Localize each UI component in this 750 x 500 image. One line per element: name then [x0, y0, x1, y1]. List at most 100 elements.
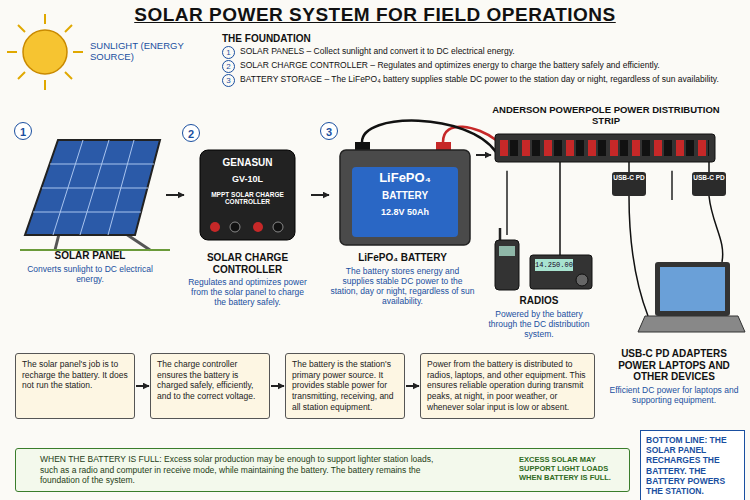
- brand-text: GENASUN: [200, 157, 295, 169]
- sun-icon: [7, 51, 17, 53]
- node-body: EXCESS SOLAR MAY SUPPORT LIGHT LOADS WHE…: [519, 455, 624, 482]
- solar-panel-drawing: [108, 140, 134, 235]
- component-usb: USB-C PD ADAPTERS POWER LAPTOPS AND OTHE…: [603, 200, 745, 405]
- node-body: The battery stores energy and supplies s…: [330, 266, 475, 307]
- battery-drawing: [340, 150, 470, 245]
- list-text: SOLAR PANELS – Collect sunlight and conv…: [240, 46, 515, 57]
- node-heading: SOLAR CHARGE CONTROLLER: [185, 252, 310, 275]
- battery-drawing: [352, 167, 458, 237]
- usb-adapter-drawing: [612, 162, 726, 316]
- node-body: Efficient DC power for laptops and suppo…: [603, 385, 745, 405]
- battery-drawing: [362, 121, 496, 152]
- device-caption: MPPT SOLAR CHARGE CONTROLLER: [204, 191, 291, 206]
- distribution-strip-drawing: [495, 134, 715, 162]
- node-body: Regulates and optimizes power from the s…: [185, 277, 310, 308]
- component-battery: LiFePO₄ BATTERY The battery stores energy…: [330, 130, 475, 306]
- node-heading: RADIOS: [480, 295, 598, 307]
- radio-drawing: [495, 162, 592, 290]
- charge-controller-drawing: [200, 150, 295, 240]
- flow-arrow: [311, 194, 329, 196]
- note-box: The battery is the station's primary pow…: [285, 353, 405, 419]
- usb-adapter-drawing: [612, 172, 646, 196]
- bottom-line-box: BOTTOM LINE: THE SOLAR PANEL RECHARGES T…: [640, 430, 745, 500]
- power-wire: [506, 171, 508, 235]
- node-heading: SOLAR PANEL: [15, 250, 165, 262]
- usb-adapter-drawing: [629, 196, 648, 316]
- radio-drawing: [576, 274, 588, 286]
- component-radios: RADIOS Powered by the battery through the…: [480, 235, 598, 339]
- adapter-text: USB-C PD: [612, 174, 646, 181]
- list-number: 2: [222, 60, 235, 73]
- solar-panel-drawing: [42, 188, 148, 189]
- sun-icon: [7, 14, 83, 90]
- sun-icon: [44, 80, 46, 90]
- laptop-drawing: [638, 316, 745, 332]
- battery-rating: 12.8V 50Ah: [352, 207, 458, 217]
- flow-arrow: [406, 385, 419, 387]
- radio-drawing: [535, 259, 573, 271]
- solar-panel-drawing: [80, 140, 109, 235]
- sun-icon: [44, 14, 46, 24]
- solar-panel-drawing: [33, 140, 154, 235]
- battery-drawing: [443, 127, 496, 142]
- sun-icon: [73, 51, 83, 53]
- usb-adapter-drawing: [709, 196, 723, 262]
- list-number: 1: [222, 46, 235, 59]
- solar-panel-drawing: [25, 140, 160, 235]
- node-heading: Power from the battery is distributed to…: [427, 359, 588, 412]
- charge-controller-drawing: [230, 222, 240, 232]
- sun-icon: [65, 25, 72, 32]
- sun-icon: [65, 72, 72, 79]
- radio-display: 14.250.00: [535, 260, 573, 270]
- foundation-list: THE FOUNDATION 1 SOLAR PANELS – Collect su…: [222, 33, 734, 88]
- note-box: The charge controller ensures the batter…: [150, 353, 270, 419]
- list-text: BATTERY STORAGE – The LiFePO₄ battery su…: [240, 74, 719, 85]
- flow-arrow: [136, 385, 149, 387]
- battery-drawing: [340, 121, 496, 245]
- radio-drawing: [495, 240, 519, 290]
- diagram-title: SOLAR POWER SYSTEM FOR FIELD OPERATIONS: [0, 0, 750, 26]
- node-heading: The charge controller ensures the batter…: [157, 359, 263, 402]
- radio-drawing: [499, 246, 515, 256]
- component-strip: ANDERSON POWERPOLE POWER DISTRIBUTION ST…: [492, 100, 720, 171]
- sun-icon: [23, 30, 67, 74]
- sun-icon: [18, 72, 25, 79]
- distribution-strip-drawing: [495, 134, 715, 162]
- adapter-text: USB-C PD: [692, 174, 726, 181]
- node-heading: LiFePO₄ BATTERY: [330, 252, 475, 264]
- sun-icon: [7, 14, 83, 90]
- charge-controller-drawing: [273, 222, 283, 232]
- charge-controller-drawing: [253, 222, 263, 232]
- foundation-row: 3BATTERY STORAGE – The LiFePO₄ battery s…: [222, 74, 734, 87]
- power-wire: [671, 171, 673, 200]
- node-heading: WHEN THE BATTERY IS FULL: Excess solar p…: [40, 454, 439, 486]
- radio-drawing: [499, 228, 502, 241]
- model-text: GV-10L: [200, 174, 295, 184]
- distribution-strip-drawing: [499, 140, 709, 156]
- laptop-drawing: [655, 262, 730, 316]
- battery-full-box: WHEN THE BATTERY IS FULL: Excess solar p…: [15, 448, 630, 492]
- node-body: Powered by the battery through the DC di…: [480, 309, 598, 340]
- callout-number: 3: [320, 122, 338, 140]
- flow-arrow: [166, 194, 184, 196]
- section-heading: THE FOUNDATION: [222, 33, 734, 44]
- battery-chem: LiFePO₄: [352, 171, 458, 186]
- callout-number: 2: [182, 124, 200, 142]
- note-box: Power from the battery is distributed to…: [420, 353, 595, 419]
- foundation-row: 2SOLAR CHARGE CONTROLLER – Regulates and…: [222, 60, 734, 73]
- note-box: The solar panel's job is to recharge the…: [15, 353, 135, 419]
- usb-adapter-drawing: [692, 172, 726, 196]
- laptop-drawing: [638, 262, 745, 332]
- radio-drawing: [559, 162, 561, 255]
- flow-arrow: [271, 385, 284, 387]
- usb-adapter-drawing: [628, 162, 630, 172]
- solar-panel-drawing: [20, 140, 170, 250]
- component-solar-panel: SOLAR PANELConverts sunlight to DC elect…: [15, 130, 165, 284]
- solar-panel-drawing: [53, 140, 83, 235]
- component-controller: SOLAR CHARGE CONTROLLERRegulates and opt…: [185, 148, 310, 308]
- sunlight-label: SUNLIGHT (ENERGY SOURCE): [90, 40, 190, 63]
- usb-adapter-drawing: [708, 162, 710, 172]
- node-heading: USB-C PD ADAPTERS POWER LAPTOPS AND OTHE…: [603, 348, 745, 383]
- callout-number: 1: [14, 122, 32, 140]
